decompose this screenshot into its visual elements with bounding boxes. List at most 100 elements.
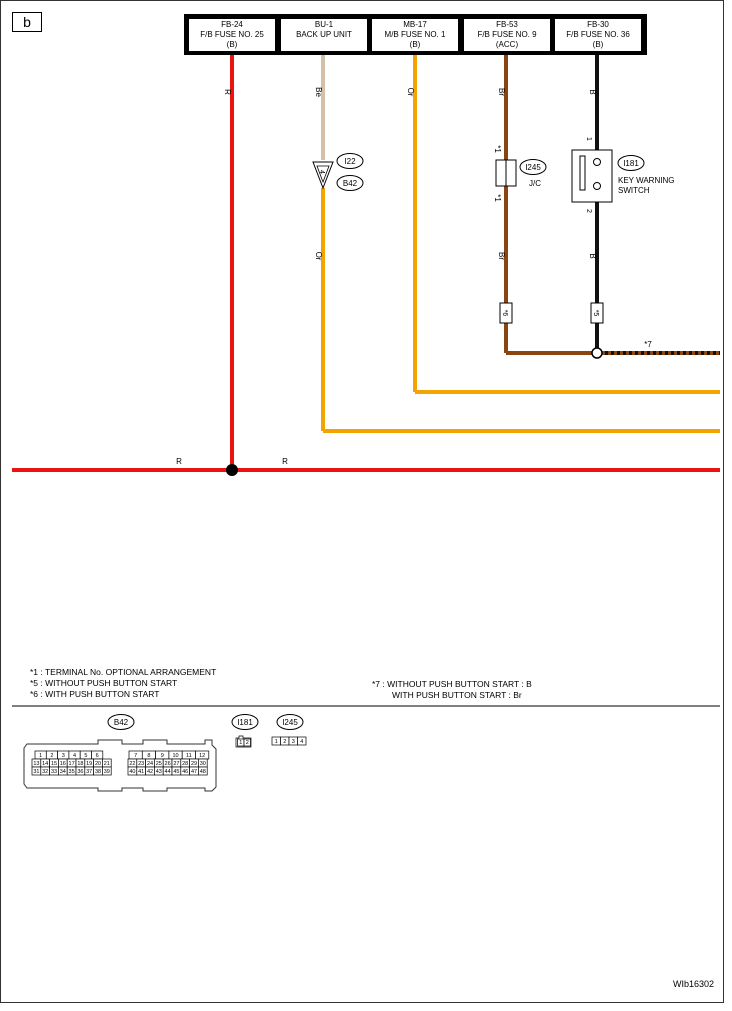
pin-label: 30 [200,761,206,767]
pin-label: 32 [42,769,48,775]
page-tag: b [12,12,42,32]
pin-label: 25 [156,761,162,767]
connector-label-oval [336,175,364,191]
connector-view-label: I181 [237,718,253,727]
splice-point [226,464,238,476]
connector-label-oval [107,714,135,730]
figure-id: WIb16302 [672,979,714,989]
pin-label: 21 [104,761,110,767]
pin-label: 31 [33,769,39,775]
pin-label: 5 [84,753,87,759]
junction-point [591,347,603,359]
pin-label: 14 [42,761,48,767]
pin-label: 4 [300,739,303,745]
pin-label: 45 [173,769,179,775]
wire-note: *7 [644,340,652,349]
pin-number: 4 [318,170,325,174]
pin-label: 7 [134,753,137,759]
wire-label: Or [314,252,323,261]
connector-id: B42 [343,179,358,188]
pin-label: 13 [33,761,39,767]
pin-cell [243,738,251,747]
pin-label: 34 [60,769,66,775]
pin-label: 16 [60,761,66,767]
pin-cell [297,736,307,746]
pin-label: 24 [147,761,153,767]
connector-label-oval [276,714,304,730]
pin-label: 40 [129,769,135,775]
pin-label: 2 [50,753,53,759]
connector-id: I181 [623,159,639,168]
pin-label: 9 [161,753,164,759]
fuse-box-cell [372,19,458,51]
pin-label: 23 [138,761,144,767]
pin-label: 12 [199,753,205,759]
pin-label: 6 [96,753,99,759]
pin-cell [198,766,208,776]
notes-block: *1 : TERMINAL No. OPTIONAL ARRANGEMENT *… [30,667,216,700]
connector-label-oval [617,155,645,171]
pin-label: 20 [95,761,101,767]
pin-label: 41 [138,769,144,775]
pin-label: 4 [73,753,76,759]
wire-label: Br [497,88,506,96]
wire-label: B [588,89,597,94]
pin-label: 22 [129,761,135,767]
fuse-box-cell [281,19,367,51]
jc-label: J/C [529,179,541,188]
pin-label: 33 [51,769,57,775]
pin-label: 29 [191,761,197,767]
pin-label: 1 [239,740,242,746]
terminal-note: *1 [493,194,502,202]
pin-label: 47 [191,769,197,775]
fuse-box-cell [555,19,641,51]
key-warning-switch-box [571,149,613,203]
pin-cell [102,766,112,776]
pin-label: 1 [275,739,278,745]
wire-label: R [282,457,288,466]
pin-label: 3 [62,753,65,759]
component-label: KEY WARNING [618,176,674,185]
pin-label: 28 [182,761,188,767]
pin-label: 18 [77,761,83,767]
wire-label: Br [497,252,506,260]
pin-label: 39 [104,769,110,775]
connector-label-oval [336,153,364,169]
pin-label: 19 [86,761,92,767]
component-label: SWITCH [618,186,650,195]
pin-label: 48 [200,769,206,775]
wire-label: R [176,457,182,466]
fuse-box-cell [464,19,550,51]
wire-label: Be [314,87,323,97]
pin-label: 26 [165,761,171,767]
wire-label: R [223,89,232,95]
terminal-note: *6 [501,310,508,317]
pin-label: 36 [77,769,83,775]
connector-label-oval [231,714,259,730]
pin-number: 1 [585,137,592,141]
pin-label: 38 [95,769,101,775]
pin-number: 2 [585,209,592,213]
note-item: *1 : TERMINAL No. OPTIONAL ARRANGEMENT [30,667,217,677]
pin-label: 43 [156,769,162,775]
connector-view-label: I245 [282,718,298,727]
terminal-note: *5 [592,310,599,317]
pin-label: 42 [147,769,153,775]
connector-view-label: B42 [114,718,129,727]
pin-label: 3 [292,739,295,745]
pin-label: 11 [186,753,192,759]
pin-label: 44 [165,769,171,775]
terminal-note: *1 [493,145,502,153]
pin-label: 1 [39,753,42,759]
wire-label: B [588,253,597,258]
note-star7: *7 : WITHOUT PUSH BUTTON START : B WITH … [372,679,532,700]
